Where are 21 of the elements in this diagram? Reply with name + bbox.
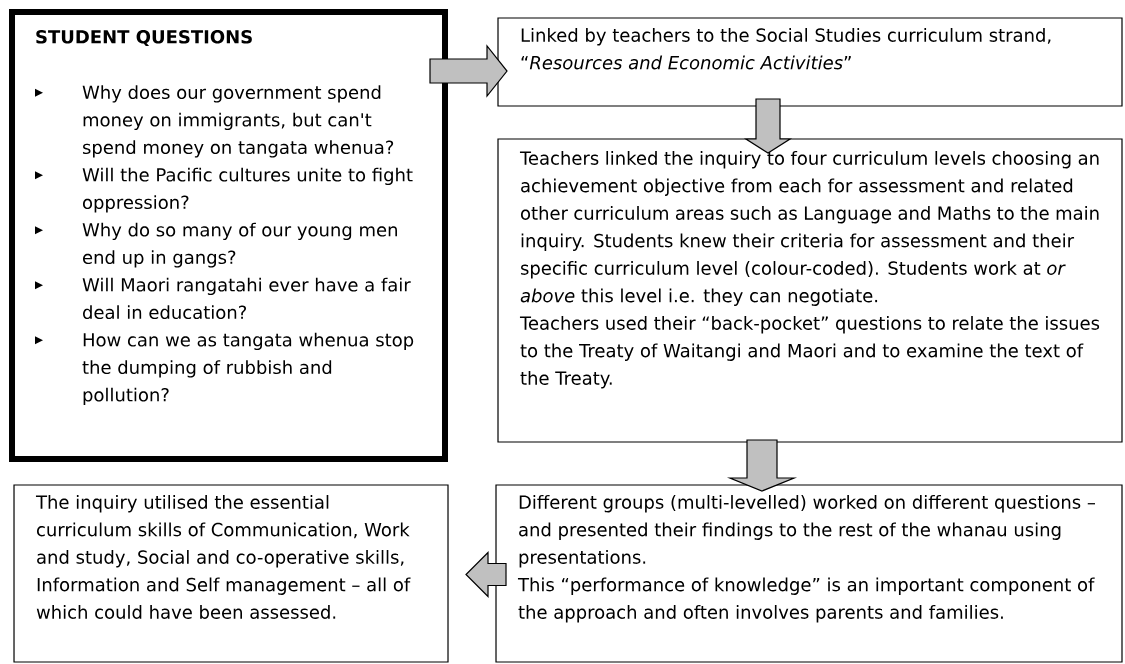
block-arrow — [465, 551, 507, 598]
heading: STUDENT QUESTIONS — [36, 30, 252, 46]
question-box — [9, 9, 448, 462]
paragraph: The inquiry utilised the essential curriculum skills of Communication, Work and study, Social and co-operative skills, Information and Self management – all of which could have been assessed. — [35, 495, 411, 619]
paragraph: Teachers linked the inquiry to four curriculum levels choosing an achievement objective from each for assessment and related other curriculum areas such as Language and Maths to the main inquiry. Students knew their criteria for assessment and their specific curriculum level (colour-coded). Students work at or above this level i.e. they can negotiate. — [519, 151, 1099, 306]
block-arrow — [743, 98, 793, 154]
question-text: Will the Pacific cultures unite to fight oppression? — [82, 167, 413, 213]
question-text: Why does our government spend money on immigrants, but can't spend money on tangata whenua? — [82, 85, 394, 158]
question-text: Why do so many of our young men end up in gangs? — [82, 222, 397, 268]
paragraph: This “performance of knowledge” is an important component of the approach and often involves parents and families. — [517, 577, 1095, 623]
question-text: How can we as tangata whenua stop the dumping of rubbish and pollution? — [82, 332, 414, 406]
text-box — [13, 484, 449, 663]
block-arrow — [726, 439, 798, 492]
question-text: Will Maori rangatahi ever have a fair deal in education? — [82, 277, 411, 320]
text-box — [495, 484, 1123, 663]
text-box — [497, 17, 1123, 107]
paragraph: Linked by teachers to the Social Studies curriculum strand, “Resources and Economic Activities” — [521, 28, 1051, 70]
paragraph: Different groups (multi-levelled) worked on different questions – and presented their findings to the rest of the whanau using presentations. — [519, 495, 1095, 568]
text-box — [497, 138, 1123, 443]
paragraph: Teachers used their “back-pocket” questions to relate the issues to the Treaty of Waitangi and Maori and to examine the text of the Treaty. — [519, 316, 1100, 389]
block-arrow — [429, 44, 508, 98]
